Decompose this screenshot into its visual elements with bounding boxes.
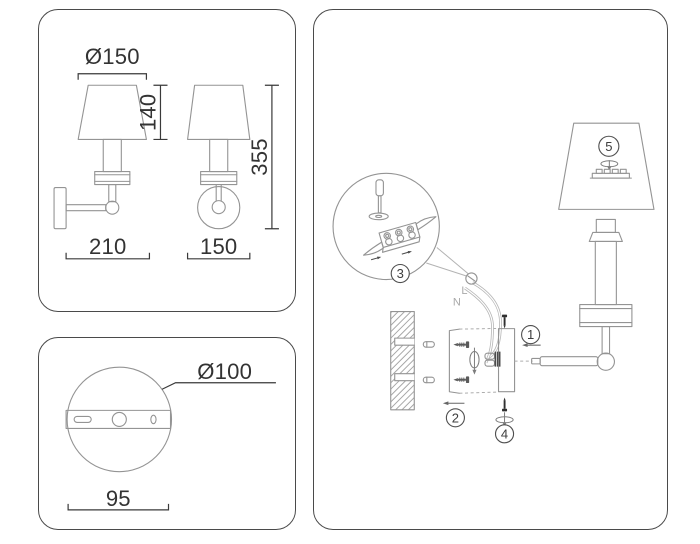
step-5-number: 5 [605, 139, 612, 154]
stem-end [211, 200, 226, 215]
lamp-body-drawing [514, 218, 633, 371]
knurled-ring [94, 170, 131, 186]
ground-screw-icon [465, 272, 478, 285]
step-markers: 1 2 3 4 [390, 135, 620, 444]
dim-depth-bracket [65, 252, 151, 260]
arm [539, 356, 599, 367]
mounting-bar [65, 409, 172, 430]
shade-drawing [558, 122, 655, 210]
ball-joint [105, 200, 120, 215]
step-3-number: 3 [397, 266, 404, 281]
stem [108, 184, 117, 203]
arm [65, 204, 107, 212]
knurled-ring [579, 304, 633, 328]
backplate-circle [66, 366, 173, 473]
screw-icon [453, 341, 470, 348]
drill-hole [394, 337, 415, 346]
mounting-screws [453, 341, 470, 384]
lampshade [187, 84, 251, 140]
wire-terminals [484, 352, 496, 367]
wire-label-neutral: N [453, 297, 461, 309]
small-hole [150, 414, 157, 425]
arm-stud [531, 357, 541, 365]
dimension-drawing-svg: Ø150 140 355 210 150 [53, 44, 279, 260]
step-3-marker: 3 [390, 263, 410, 284]
label-total-height: 355 [247, 138, 272, 175]
supply-wires [464, 281, 502, 364]
step-1-marker: 1 [521, 325, 541, 348]
rotate-direction-icon [469, 347, 480, 375]
screwdriver-icon [375, 179, 384, 220]
label-plate-diameter: Ø100 [197, 359, 252, 384]
slot-hole [73, 415, 92, 423]
washer-icon [368, 212, 389, 221]
insert-arrows [370, 250, 412, 261]
ribbed-column [102, 138, 122, 173]
label-shade-diameter: Ø150 [85, 44, 140, 69]
backplate-panel: Ø100 95 [38, 337, 296, 530]
dimension-lines [65, 73, 279, 260]
cover-screw-top [502, 314, 508, 329]
dim-total-height-line [264, 84, 279, 230]
wall-plugs [422, 341, 435, 384]
backplate-circle [197, 186, 241, 230]
label-projection-depth: 210 [89, 234, 126, 259]
front-view-drawing [187, 84, 251, 230]
dim-shade-height-line [153, 84, 168, 141]
wire-right [415, 216, 437, 231]
step-2-number: 2 [452, 410, 459, 425]
assembly-panel: L N [313, 9, 668, 530]
shade-retainer-ring [589, 168, 632, 179]
wall-plate [53, 187, 67, 230]
wire-left [362, 241, 384, 256]
side-view-drawing [53, 84, 147, 230]
step-4-number: 4 [501, 426, 508, 441]
wire-label-live: L [461, 285, 467, 297]
step-4-marker: 4 [494, 424, 515, 444]
screw-icon [453, 376, 470, 384]
terminal-block-icon [362, 216, 437, 261]
ball-joint [596, 352, 616, 371]
stem [601, 326, 611, 355]
assembly-drawing-svg: L N [332, 122, 655, 444]
rotate-direction-icon-bottom [495, 412, 514, 428]
mounting-bracket [448, 327, 499, 394]
terminal-screws [383, 225, 416, 246]
dimension-lines [67, 382, 276, 511]
cover-screw-bottom [502, 397, 508, 412]
ribbed-column [594, 240, 617, 306]
dim-width-bracket [67, 503, 170, 511]
step-5-marker: 5 [598, 135, 620, 157]
label-shade-height: 140 [135, 94, 160, 131]
lampshade [77, 84, 147, 140]
center-hole [111, 411, 127, 428]
lamp-socket [595, 218, 616, 233]
drill-hole [394, 373, 415, 382]
step-1-number: 1 [527, 327, 534, 342]
lampshade [558, 122, 655, 210]
terminal-contacts [494, 351, 501, 367]
dim-width-bracket [186, 252, 251, 260]
backplate-drawing-svg: Ø100 95 [65, 359, 276, 511]
lamp-backplate [497, 328, 516, 393]
label-body-width: 150 [200, 234, 237, 259]
ground-terminal [426, 247, 478, 285]
knurled-ring [200, 170, 238, 186]
wall [390, 311, 415, 411]
dim-shade-diameter-bracket [77, 73, 148, 80]
rotate-direction-icon-shade [600, 160, 619, 171]
dimensions-panel: Ø150 140 355 210 150 [38, 9, 296, 312]
socket-flare [588, 231, 623, 242]
step-2-marker: 2 [442, 401, 465, 428]
label-mount-width: 95 [106, 486, 131, 511]
ribbed-column [209, 138, 229, 173]
dim-diameter-leader [161, 382, 276, 390]
backplate-drawing [65, 366, 173, 473]
wiring-detail-bubble [332, 172, 440, 281]
